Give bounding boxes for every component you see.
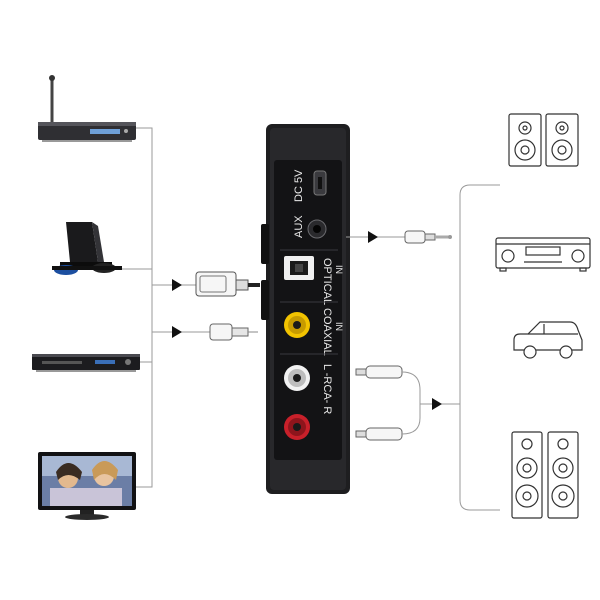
aux-label: AUX — [293, 215, 305, 238]
coaxial-label: COAXIAL — [321, 308, 333, 356]
audio-converter-device: DC 5V AUX OPTICAL IN COAXIAL IN — [261, 124, 350, 494]
dvd-player-icon — [32, 354, 140, 372]
coaxial-cable — [152, 323, 258, 341]
aux-port — [307, 219, 327, 239]
coaxial-port — [284, 312, 310, 338]
car-icon — [513, 321, 583, 359]
game-console-icon — [52, 222, 122, 275]
source-bracket-wire — [122, 127, 153, 488]
optical-label: OPTICAL — [321, 258, 333, 305]
optical-port — [284, 256, 314, 280]
television-icon — [38, 452, 136, 520]
aux-cable — [346, 230, 452, 244]
rca-cable — [355, 365, 460, 441]
optical-in-label: IN — [334, 265, 344, 274]
output-bracket-wire — [459, 184, 500, 511]
set-top-box-icon — [38, 75, 136, 142]
rca-label: L -RCA- R — [321, 364, 333, 414]
floor-speakers-icon — [511, 431, 579, 519]
bookshelf-speakers-icon — [508, 113, 579, 167]
av-receiver-icon — [495, 237, 591, 272]
dc-label: DC 5V — [293, 169, 305, 202]
optical-cable — [152, 271, 260, 297]
coaxial-in-label: IN — [334, 322, 344, 331]
rca-right-port — [284, 365, 310, 391]
dc-port — [313, 170, 327, 196]
rca-left-port — [284, 414, 310, 440]
